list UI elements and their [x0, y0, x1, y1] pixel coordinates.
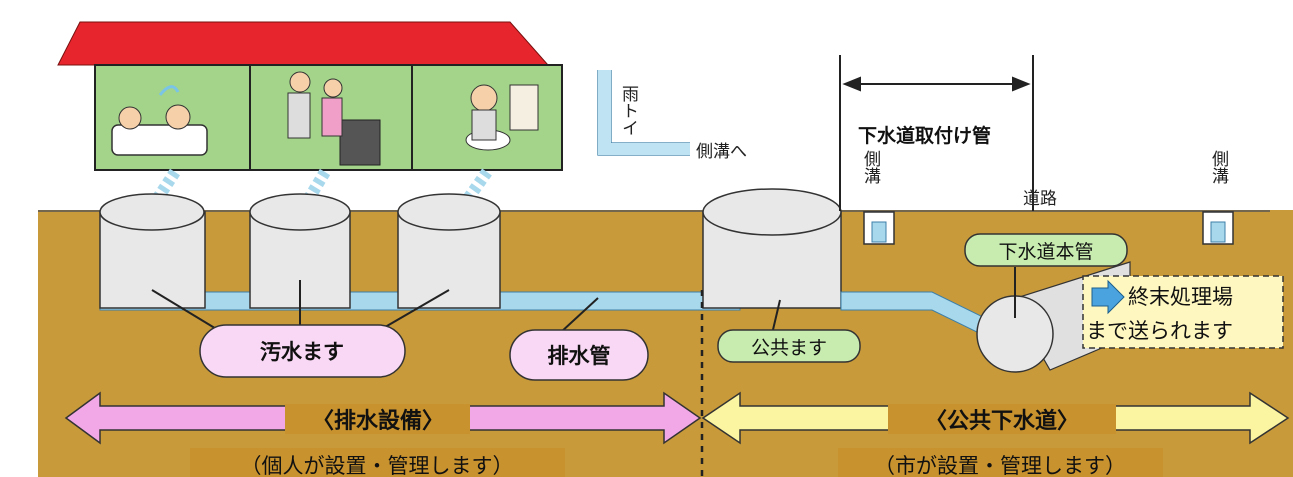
label-connectors [151, 267, 1016, 335]
treatment-line1: 終末処理場 [1128, 285, 1233, 309]
side-ditch-left [863, 211, 895, 245]
side-ditch-right [1202, 211, 1234, 245]
public-basin [702, 188, 842, 309]
toilet-illustration [465, 84, 539, 151]
house-roof [57, 21, 550, 66]
public-basin-label-box [717, 329, 861, 363]
city-note-box [838, 448, 1163, 477]
sewage-basin-3 [397, 193, 501, 309]
bath-illustration [111, 85, 208, 156]
main-sewer-label-box [964, 233, 1128, 267]
drainage-facility-label: 〈排水設備〉 [312, 408, 444, 434]
sewage-basin-1 [99, 193, 206, 309]
public-sewer-label: 〈公共下水道〉 [925, 408, 1079, 434]
city-note: （市が設置・管理します） [874, 454, 1126, 477]
side-ditch-left-label: 側溝 [860, 150, 881, 184]
connection-pipe-label: 下水道取付け管 [858, 124, 991, 147]
treatment-line2: まで送られます [1086, 319, 1233, 343]
individual-note-box [190, 448, 565, 477]
main-sewer-label: 下水道本管 [998, 241, 1093, 263]
sewage-basin-label-box [199, 324, 406, 378]
right-arrow-icon [1091, 279, 1125, 315]
drain-pipe-label: 排水管 [548, 344, 611, 368]
to-side-ditch-label: 側溝へ [696, 142, 747, 162]
public-basin-label: 公共ます [751, 337, 827, 359]
rain-gutter-pipe [597, 70, 690, 156]
road-label: 道路 [1023, 189, 1057, 209]
individual-note: （個人が設置・管理します） [241, 454, 514, 477]
side-ditch-right-label: 側溝 [1208, 150, 1229, 184]
sewage-basin-label: 汚水ます [260, 340, 344, 364]
drain-pipe-label-box [509, 329, 649, 381]
rain-gutter-label: 雨トイ [618, 85, 639, 136]
connection-pipe-dimension [839, 55, 1034, 211]
washroom-illustration [287, 71, 381, 166]
treatment-box [1082, 275, 1284, 349]
